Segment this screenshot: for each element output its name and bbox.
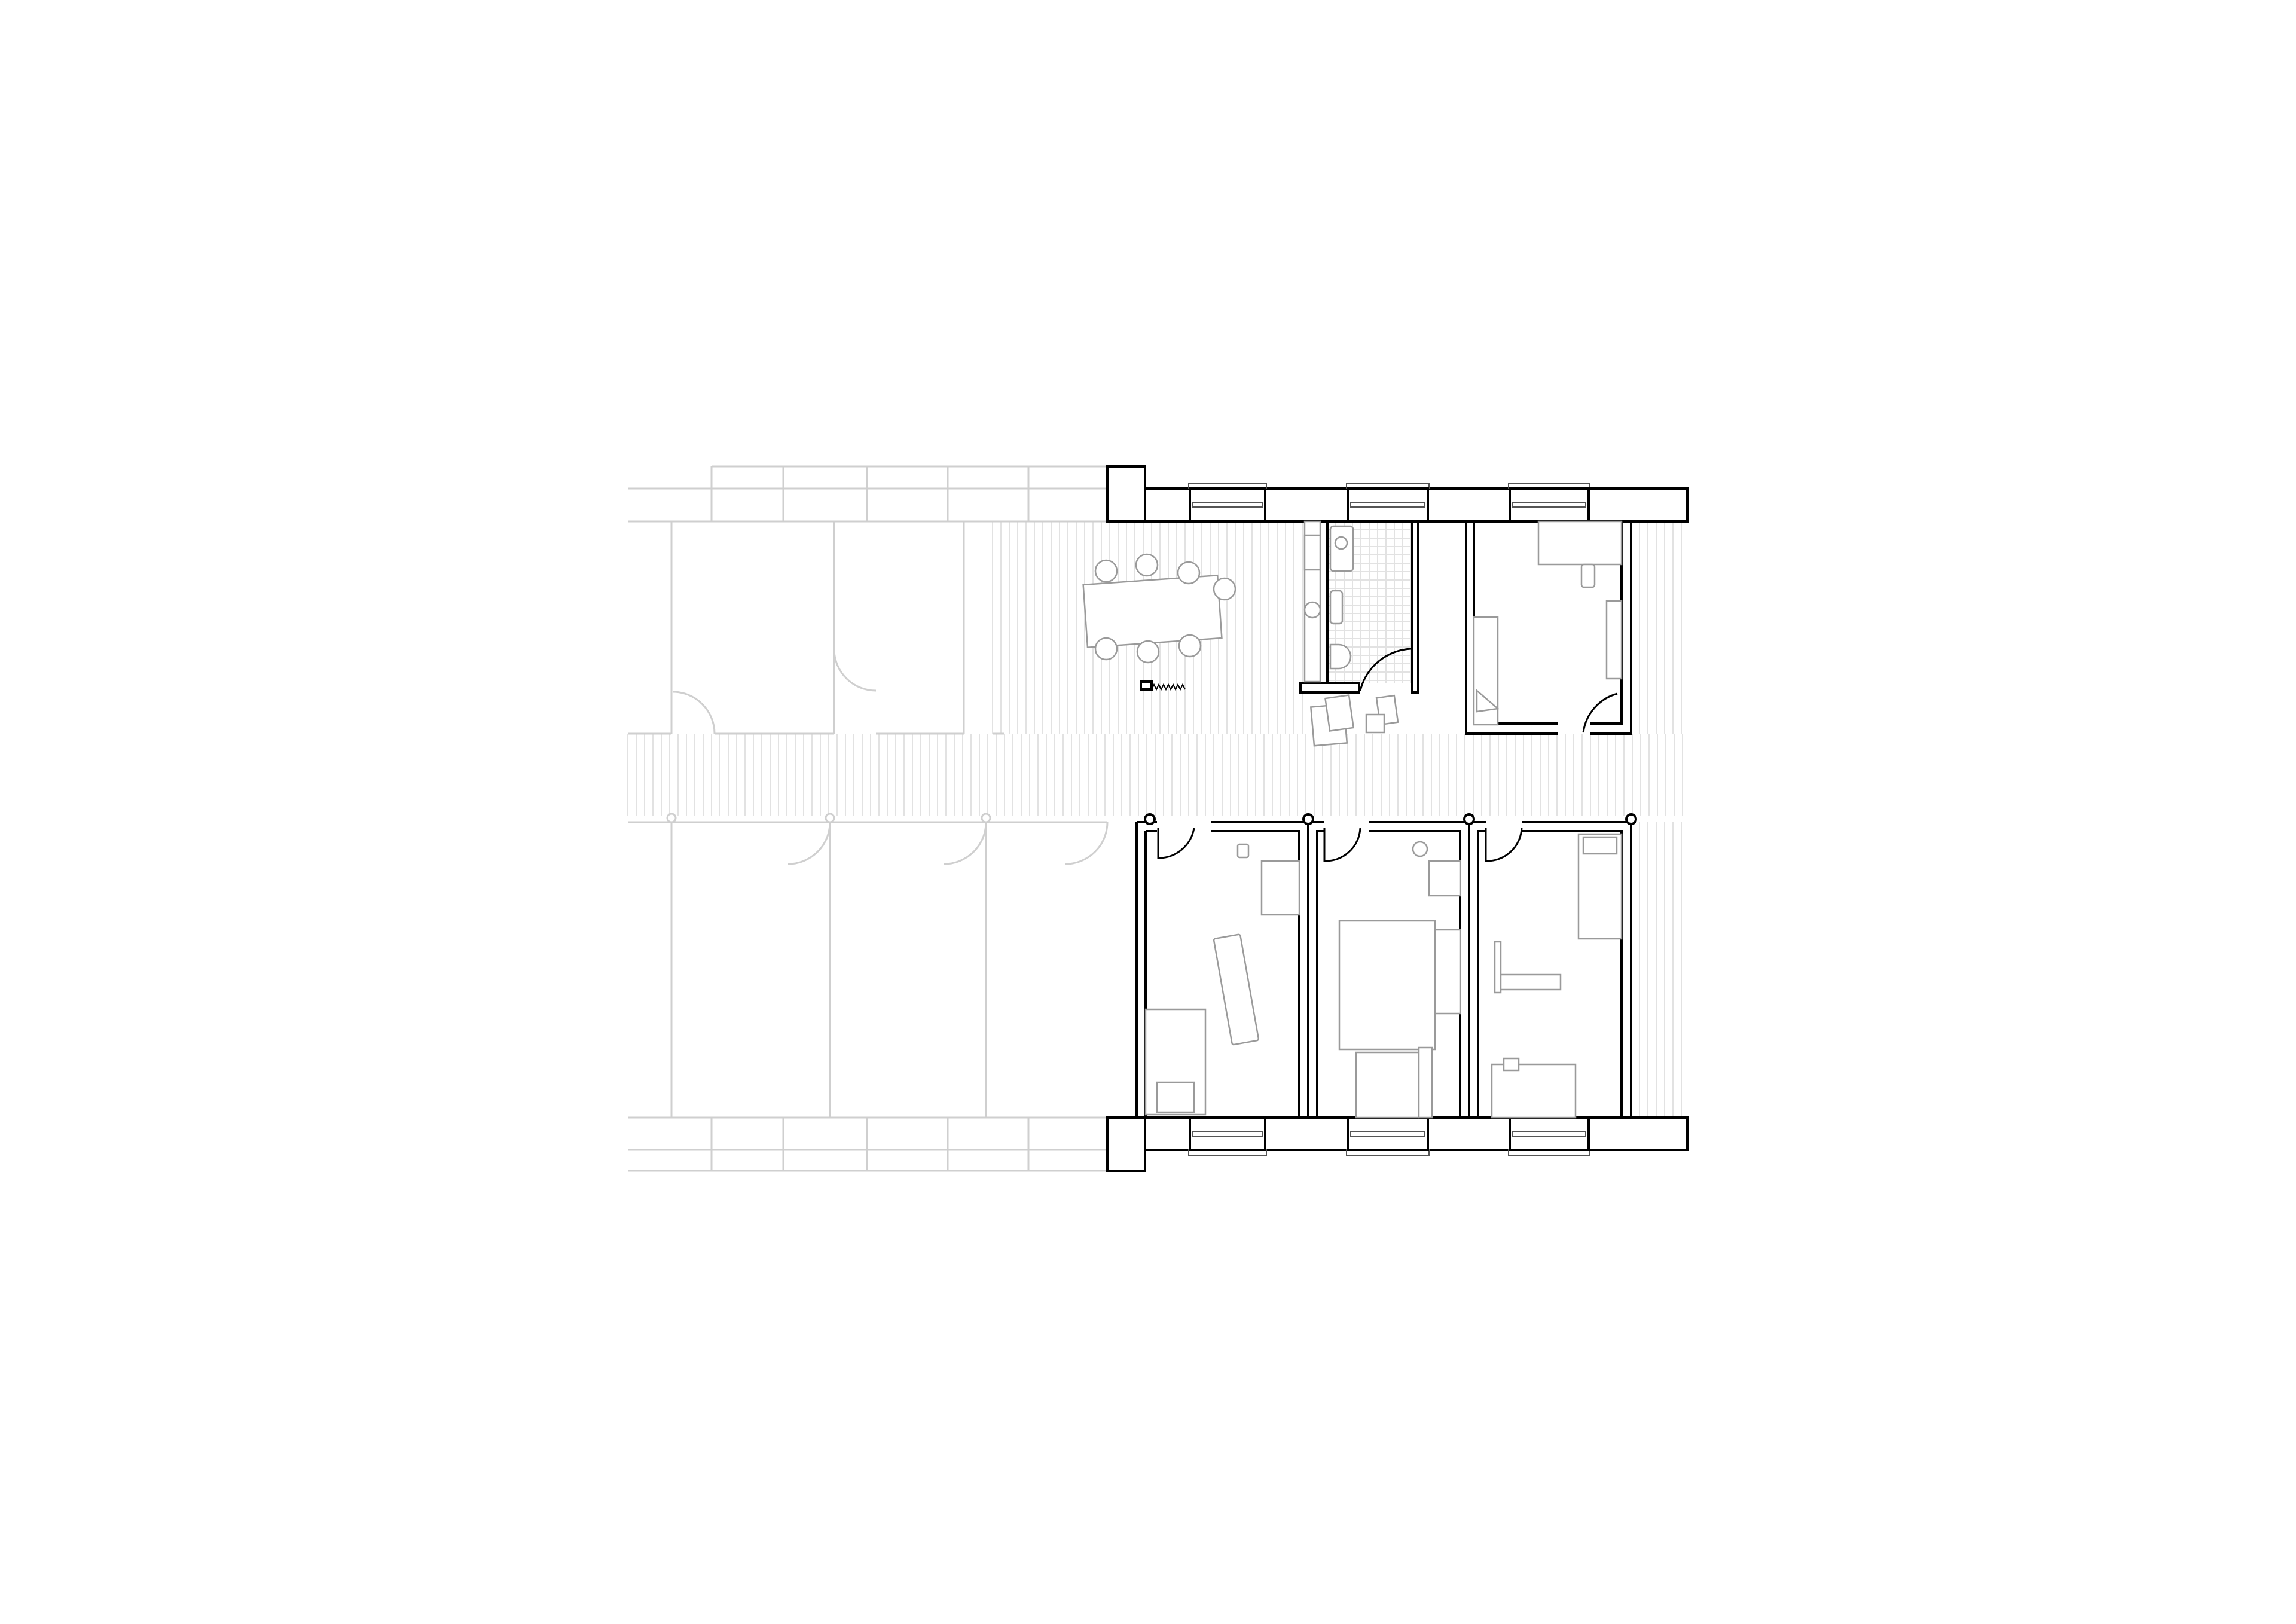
window <box>1188 1116 1267 1156</box>
bedroom-north <box>1465 521 1632 735</box>
furniture <box>1082 520 1623 1119</box>
bedroom-south-1-furniture <box>1144 843 1300 1116</box>
bathroom-fixtures <box>1329 525 1354 670</box>
window <box>1346 483 1430 523</box>
bedroom-south-3-furniture <box>1491 833 1623 1119</box>
window <box>1508 1116 1590 1156</box>
radiator <box>1140 680 1186 691</box>
bathroom-door <box>1359 648 1412 691</box>
lounge-chairs <box>1309 694 1399 747</box>
south-bedrooms <box>1135 813 1637 1118</box>
context-building <box>628 465 1109 1172</box>
kitchen-counter <box>1303 520 1321 683</box>
kitchen-bath-block <box>1299 520 1419 694</box>
dining-table <box>1082 553 1236 664</box>
south-wall <box>1106 1116 1689 1172</box>
window <box>1188 483 1267 523</box>
window <box>1346 1116 1430 1156</box>
bedroom-north-furniture <box>1473 520 1623 726</box>
north-wall <box>1106 465 1689 523</box>
bedroom-south-2-furniture <box>1338 841 1461 1119</box>
window <box>1508 483 1590 523</box>
